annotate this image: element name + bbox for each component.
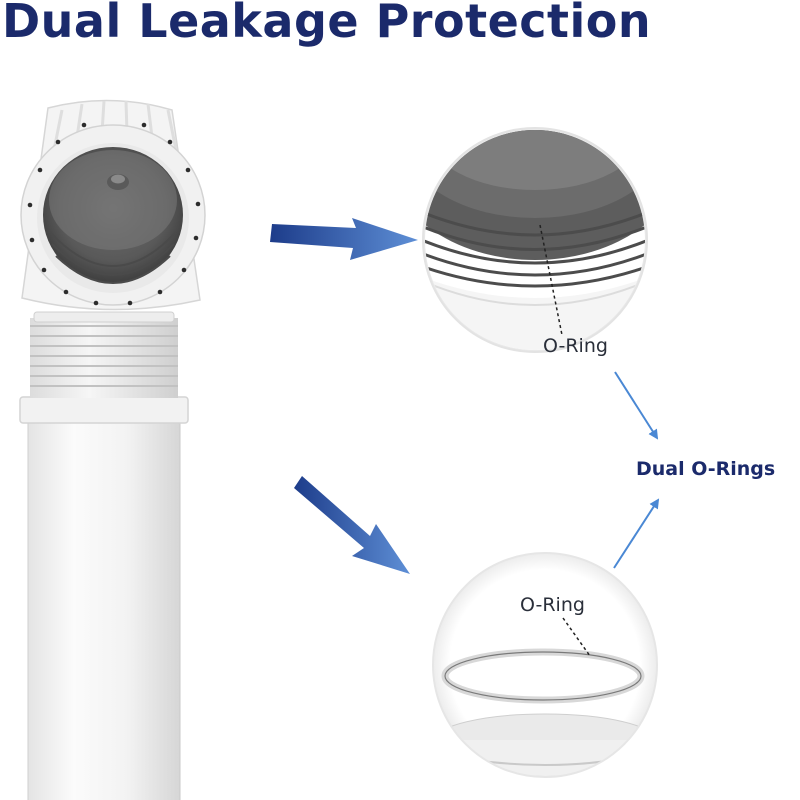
bottom-oring-label: O-Ring	[520, 594, 585, 616]
housing-cap	[20, 99, 206, 311]
arrow-to-bottom-detail	[294, 476, 410, 574]
bottom-detail-circle	[432, 552, 658, 778]
page-title: Dual Leakage Protection	[2, 0, 652, 48]
arrow-to-top-detail	[270, 218, 418, 260]
top-oring-leader	[539, 224, 563, 336]
top-oring-label: O-Ring	[543, 335, 608, 357]
filter-housing	[19, 99, 206, 800]
top-detail-circle	[422, 127, 648, 353]
housing-threads	[30, 311, 178, 398]
pointer-arrow-bottom	[613, 498, 660, 569]
housing-tube	[28, 405, 180, 800]
dual-orings-label: Dual O-Rings	[636, 458, 776, 480]
pointer-arrow-top	[614, 371, 659, 440]
housing-collar	[19, 396, 189, 424]
bottom-oring-leader	[562, 617, 591, 657]
